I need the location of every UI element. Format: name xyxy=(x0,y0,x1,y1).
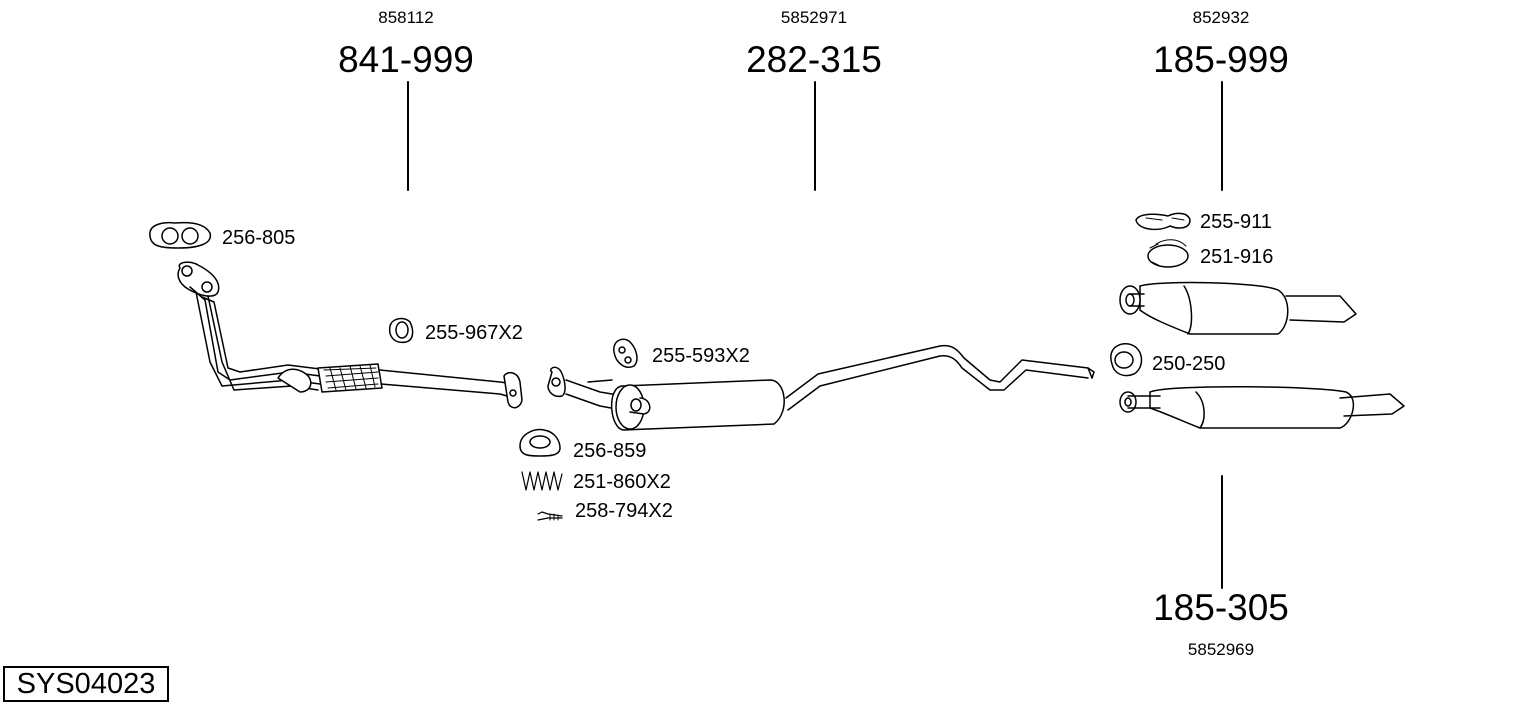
middle-silencer-282-315 xyxy=(547,344,1095,431)
part-number-282-315: 282-315 xyxy=(746,39,882,80)
front-pipe-841-999 xyxy=(177,261,523,409)
sealing-ring-256-859 xyxy=(519,428,561,457)
rear-silencer-185-999 xyxy=(1119,281,1357,335)
clamp-250-250 xyxy=(1110,343,1143,377)
spring-251-860 xyxy=(521,471,563,491)
system-code: SYS04023 xyxy=(16,667,156,700)
accessory-label-255-911: 255-911 xyxy=(1200,211,1272,233)
rubber-hanger-255-967 xyxy=(388,317,414,344)
gasket-256-805 xyxy=(149,221,212,249)
accessory-label-256-859: 256-859 xyxy=(573,440,647,462)
rear-silencer-185-305 xyxy=(1119,385,1405,429)
oem-number-858112: 858112 xyxy=(378,8,434,27)
oem-number-5852971: 5852971 xyxy=(780,8,848,27)
accessory-label-255-593X2: 255-593X2 xyxy=(652,345,750,367)
accessory-label-251-860X2: 251-860X2 xyxy=(573,471,671,493)
accessory-label-251-916: 251-916 xyxy=(1200,246,1274,268)
accessory-label-250-250: 250-250 xyxy=(1152,353,1226,375)
part-number-185-305: 185-305 xyxy=(1153,587,1289,628)
part-number-185-999: 185-999 xyxy=(1153,39,1289,80)
bolt-258-794 xyxy=(537,511,563,521)
oem-number-852932: 852932 xyxy=(1192,8,1250,27)
hanger-255-911 xyxy=(1135,212,1191,231)
rubber-hanger-255-593 xyxy=(613,338,638,368)
system-code-box: SYS04023 xyxy=(3,666,169,702)
clamp-251-916 xyxy=(1147,239,1189,268)
accessory-label-256-805: 256-805 xyxy=(222,227,296,249)
accessory-label-255-967X2: 255-967X2 xyxy=(425,322,523,344)
accessory-label-258-794X2: 258-794X2 xyxy=(575,500,673,522)
part-number-841-999: 841-999 xyxy=(338,39,474,80)
oem-number-5852969: 5852969 xyxy=(1187,640,1255,659)
